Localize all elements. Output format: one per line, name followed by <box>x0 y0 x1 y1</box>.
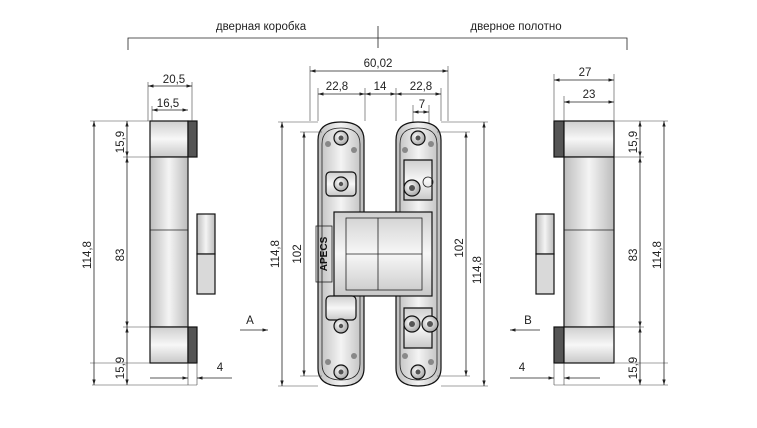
right-bottom-pad <box>563 326 615 364</box>
dim-frame-bottom-pad: 15,9 <box>115 357 127 379</box>
view-b-label: B <box>524 315 532 327</box>
dim-leaf-overall: 114,8 <box>652 241 664 269</box>
top-bracket-labels: дверная коробка дверное полотно <box>127 21 628 50</box>
dim-leaf-top-pad: 15,9 <box>628 131 640 153</box>
view-a-label: A <box>246 315 254 327</box>
left-body <box>149 156 189 328</box>
dim-overall-height-left: 114,8 <box>270 240 282 268</box>
dim-frame-top-pad: 15,9 <box>115 131 127 153</box>
dim-leaf-offset: 4 <box>519 362 526 374</box>
center-hinge-view: 60,02 22,8 14 22,8 7 APECS <box>270 58 488 387</box>
dim-frame-overall: 114,8 <box>82 241 94 269</box>
left-bottom-pad <box>149 326 189 364</box>
dim-leaf-bottom-pad: 15,9 <box>628 357 640 379</box>
right-body <box>563 156 615 328</box>
dim-frame-outer: 20,5 <box>163 74 185 86</box>
frame-label: дверная коробка <box>216 21 307 33</box>
brand-logo: APECS <box>319 236 330 271</box>
dim-frame-mid: 83 <box>115 249 127 262</box>
dim-leaf-mid: 83 <box>628 249 640 262</box>
left-top-pad <box>149 120 189 158</box>
left-side-view: 20,5 16,5 114,8 15,9 83 15,9 4 A <box>82 74 268 386</box>
dim-hole-pitch: 7 <box>419 99 425 111</box>
dim-frame-inner: 16,5 <box>157 98 179 110</box>
dim-body-height-left: 102 <box>292 244 304 263</box>
right-top-pad <box>563 120 615 158</box>
right-side-view: 27 23 15,9 83 15,9 114,8 4 B <box>510 67 668 386</box>
dim-body-height-right: 102 <box>454 238 466 257</box>
dim-left-wing: 22,8 <box>326 81 348 93</box>
dim-total-width: 60,02 <box>364 58 393 70</box>
leaf-label: дверное полотно <box>470 21 561 33</box>
dim-leaf-outer: 27 <box>579 67 592 79</box>
dim-leaf-inner: 23 <box>583 89 596 101</box>
dim-gap: 14 <box>374 81 387 93</box>
dim-overall-height-right: 114,8 <box>472 256 484 284</box>
dim-right-wing: 22,8 <box>410 81 432 93</box>
dim-frame-offset: 4 <box>217 362 224 374</box>
